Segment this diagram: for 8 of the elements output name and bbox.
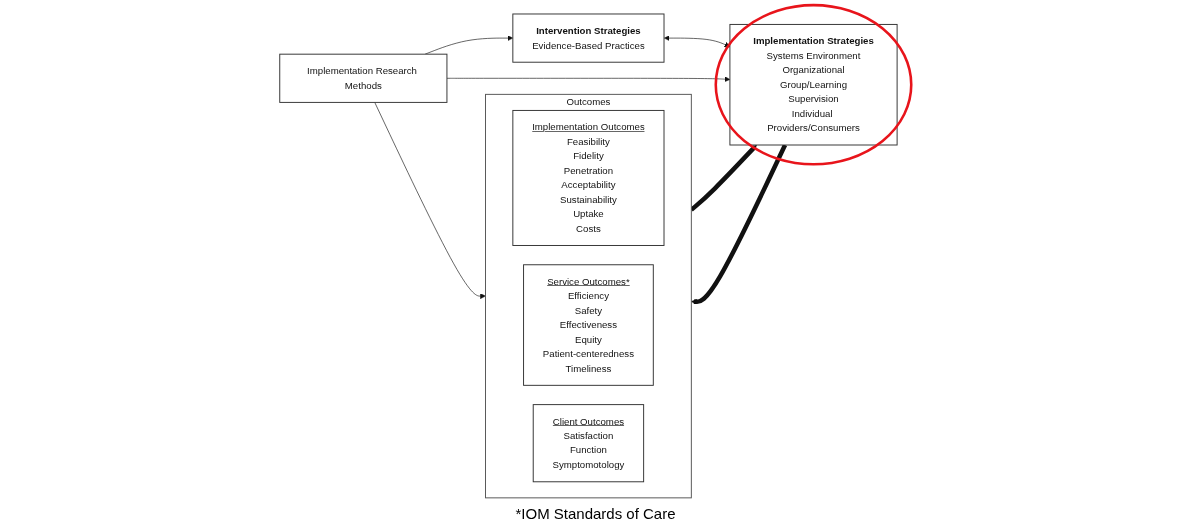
node-box: Implementation Outcomes Feasibility Fidelity Penetration Acceptability Sustainability Uptake Costs <box>512 109 665 246</box>
node-box: Service Outcomes* Efficiency Safety Effectiveness Equity Patient-centeredness Timeliness <box>523 264 654 386</box>
footnote: *IOM Standards of Care <box>515 505 676 522</box>
arrow <box>691 144 788 305</box>
node-box: Client Outcomes Satisfaction Function Symptomotology <box>532 404 645 483</box>
node-box: Implementation Strategies Systems Environment Organizational Group/Learning Supervision Individual Providers/Consumers <box>729 23 898 146</box>
node-box: Intervention Strategies Evidence-Based Practices <box>512 13 665 63</box>
node-box: Implementation Research Methods <box>279 53 448 103</box>
